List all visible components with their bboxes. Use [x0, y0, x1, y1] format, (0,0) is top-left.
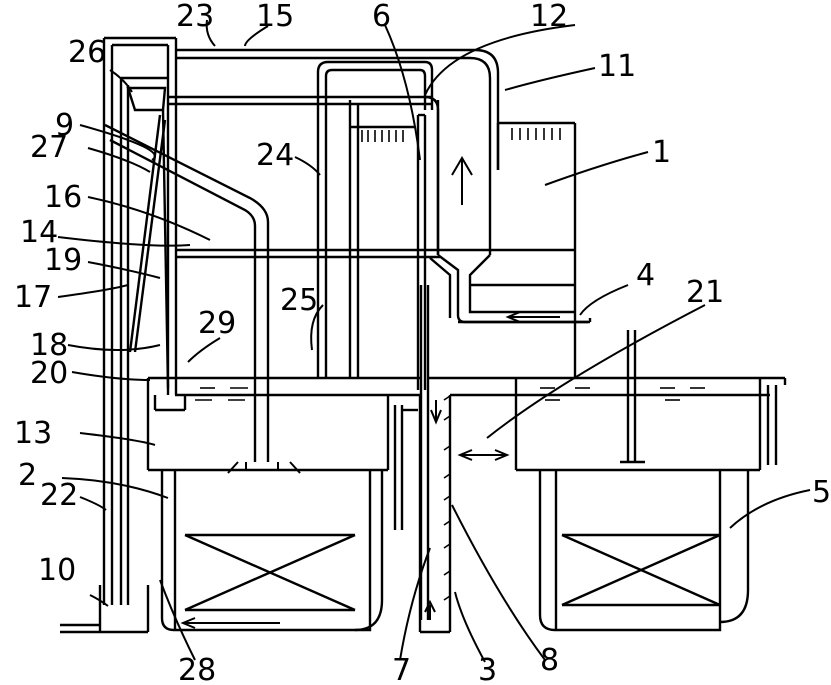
label-3: 3 [478, 653, 497, 685]
label-26: 26 [68, 35, 106, 70]
label-20: 20 [30, 356, 68, 391]
leader-lines [57, 19, 811, 663]
label-10: 10 [38, 553, 76, 588]
label-15: 15 [256, 0, 294, 34]
label-24: 24 [256, 138, 294, 173]
label-2: 2 [18, 458, 37, 493]
label-4: 4 [636, 258, 655, 293]
label-21: 21 [686, 275, 724, 310]
label-7: 7 [392, 653, 411, 685]
label-18: 18 [30, 328, 68, 363]
basin-right [428, 330, 787, 632]
reference-numerals: 1 2 3 4 5 6 7 8 9 10 11 12 13 14 15 16 1… [14, 0, 831, 685]
label-9: 9 [55, 108, 74, 143]
center-tube [418, 395, 452, 634]
label-6: 6 [372, 0, 391, 34]
label-23: 23 [176, 0, 214, 34]
label-12: 12 [530, 0, 568, 34]
label-5: 5 [812, 475, 831, 510]
label-28: 28 [178, 653, 216, 685]
label-16: 16 [44, 180, 82, 215]
label-19: 19 [44, 243, 82, 278]
column-25 [348, 100, 415, 378]
label-27: 27 [30, 130, 68, 165]
label-11: 11 [598, 49, 636, 84]
slanted-members [126, 86, 170, 389]
label-29: 29 [198, 306, 236, 341]
reactor-1 [429, 100, 592, 378]
label-8: 8 [540, 643, 559, 678]
label-13: 13 [14, 416, 52, 451]
label-22: 22 [40, 478, 78, 513]
collection-tank [146, 376, 420, 530]
upper-tank-outline [168, 95, 575, 259]
inclined-pipe-9 [104, 123, 301, 474]
label-1: 1 [652, 135, 671, 170]
label-14: 14 [20, 215, 58, 250]
pipe-24 [316, 60, 434, 378]
base-10 [60, 585, 150, 634]
label-25: 25 [280, 283, 318, 318]
label-17: 17 [14, 280, 52, 315]
filter-tank-left [160, 470, 384, 632]
top-return-pipe [176, 48, 500, 170]
